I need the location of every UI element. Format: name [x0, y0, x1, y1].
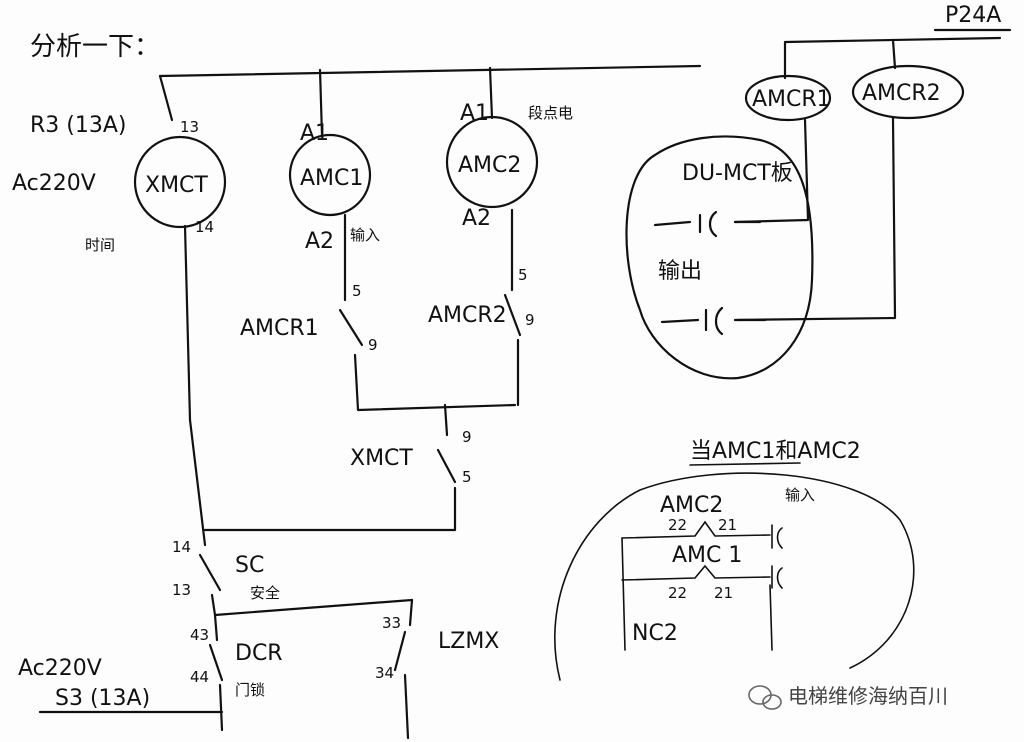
- amc2-coil-label: AMC2: [458, 153, 521, 178]
- sub-nc2-label: NC2: [632, 621, 678, 646]
- amc1-supply-wire: [318, 68, 324, 137]
- xmct-contact-pin-5: 5: [462, 468, 472, 486]
- xmct-down-wire: [183, 224, 207, 547]
- amc1-input-note: 输入: [350, 226, 380, 244]
- amcr2-coil-label: AMCR2: [862, 81, 941, 106]
- dcr-bottom-wire: [218, 683, 224, 732]
- sub-pin-22b: 22: [668, 584, 687, 602]
- dcr-label: DCR: [235, 641, 283, 666]
- timer-note: 时间: [85, 236, 115, 254]
- dcr-pin-43: 43: [190, 626, 209, 644]
- watermark-text: 电梯维修海纳百川: [788, 684, 948, 708]
- amcr2-contact-blade: [503, 293, 522, 337]
- lz-pin-34: 34: [375, 664, 394, 682]
- amc1-coil-label: AMC1: [300, 166, 363, 191]
- xmct-coil-circle: [133, 135, 227, 229]
- amcr2-contact-pin-5: 5: [518, 266, 528, 284]
- amc1-pin-a1: A1: [300, 121, 329, 146]
- wechat-icon: [748, 685, 782, 710]
- sub-pin-21b: 21: [714, 584, 733, 602]
- sc-note: 安全: [250, 584, 280, 602]
- dcr-note: 门锁: [235, 681, 265, 699]
- sub-diagram-title: 当AMC1和AMC2: [690, 439, 861, 464]
- plc-output-terminal-2: [660, 306, 767, 336]
- sub-diagram-outline: [554, 472, 915, 681]
- amc2-pin-a1: A1: [460, 101, 489, 126]
- sub-amc1-label: AMC 1: [672, 543, 742, 568]
- sub-amc1-contact-wire: [621, 564, 771, 581]
- plc-output-label: 输出: [658, 259, 702, 284]
- amcr1-contact-label: AMCR1: [240, 316, 319, 341]
- amc1-pin-a2: A2: [305, 229, 334, 254]
- amcr2-coil: [851, 64, 965, 120]
- xmct-contact-blade: [436, 448, 457, 484]
- dcr-contact-blade: [208, 643, 224, 682]
- xmct-coil-label: XMCT: [145, 173, 208, 198]
- sub-pin-21a: 21: [718, 516, 737, 534]
- ac220-top-label: Ac220V: [12, 171, 96, 196]
- s3-fuse-label: S3 (13A): [55, 686, 150, 711]
- sub-amc2-contact-wire: [621, 520, 771, 539]
- join-down-wire: [443, 403, 449, 437]
- amcr2-contact-pin-9: 9: [525, 311, 535, 329]
- ac220-bottom-label: Ac220V: [18, 656, 102, 681]
- amcr2-output-wire: [733, 116, 897, 322]
- sc-contact-blade: [198, 553, 222, 592]
- amcr1-contact-lower-wire: [353, 353, 517, 412]
- amc2-pin-a2: A2: [462, 206, 491, 231]
- amc2-note: 段点电: [528, 104, 573, 122]
- dcr-down-wire: [213, 613, 219, 642]
- amcr1-contact-pin-9: 9: [368, 336, 378, 354]
- top-bus-wire: [158, 64, 702, 78]
- plc-board-title: DU-MCT板: [682, 161, 793, 186]
- sub-input-label: 输入: [785, 486, 815, 504]
- sketch-title: 分析一下：: [30, 32, 160, 62]
- lz-lower-wire: [403, 673, 410, 740]
- lz-contact-blade: [393, 630, 407, 672]
- p24a-label: P24A: [945, 3, 1001, 28]
- dcr-pin-44: 44: [190, 668, 209, 686]
- r3-fuse-label: R3 (13A): [30, 113, 127, 138]
- sc-pin-14: 14: [172, 538, 191, 556]
- xmct-contact-label: XMCT: [350, 446, 413, 471]
- sc-pin-13: 13: [172, 581, 191, 599]
- sub-input-terminal-2: [771, 565, 783, 589]
- sub-title-underline: [689, 462, 801, 466]
- plc-board-outline: [625, 135, 814, 380]
- sub-amc2-label: AMC2: [660, 493, 723, 518]
- xmct-pin-13: 13: [180, 118, 199, 136]
- lz-label: LZMX: [438, 629, 499, 654]
- sub-left-rail-wire: [621, 537, 626, 651]
- sc-label: SC: [235, 553, 264, 578]
- amc1-coil-circle: [288, 133, 372, 217]
- lz-upper-wire: [408, 598, 414, 627]
- xmct-contact-return-wire: [203, 486, 457, 532]
- amc2-supply-wire: [488, 66, 494, 120]
- amcr1-contact-blade: [338, 308, 364, 347]
- sub-pin-22a: 22: [668, 516, 687, 534]
- sub-input-terminal-1: [771, 524, 783, 549]
- amcr1-coil-label: AMCR1: [752, 87, 831, 112]
- xmct-contact-pin-9: 9: [462, 428, 472, 446]
- lz-pin-33: 33: [382, 614, 401, 632]
- plc-output-terminal-1: [653, 210, 762, 238]
- amcr1-contact-pin-5: 5: [352, 282, 362, 300]
- sc-to-bus-wire: [210, 593, 414, 617]
- amc2-coil-circle: [445, 115, 539, 209]
- xmct-pin-14: 14: [195, 218, 214, 236]
- p24a-wire: [783, 28, 1012, 80]
- xmct-supply-wire: [158, 74, 174, 122]
- amcr1-coil: [744, 74, 832, 122]
- amcr2-contact-label: AMCR2: [428, 303, 507, 328]
- sub-right-rail-wire: [769, 584, 773, 651]
